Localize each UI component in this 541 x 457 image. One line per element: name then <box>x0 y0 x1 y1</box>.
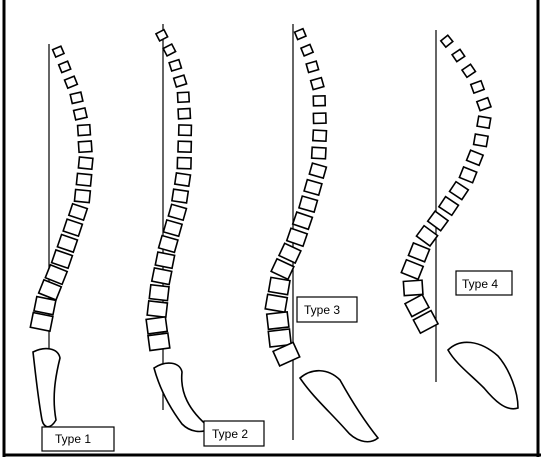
vertebra <box>450 182 469 200</box>
vertebra <box>467 150 484 165</box>
vertebra <box>174 75 187 87</box>
vertebra <box>149 285 169 301</box>
vertebra <box>53 46 64 57</box>
vertebra <box>177 92 189 102</box>
vertebra <box>301 44 313 55</box>
vertebra <box>74 108 87 120</box>
vertebra <box>148 333 170 351</box>
vertebra <box>57 235 77 253</box>
vertebra <box>52 250 73 268</box>
vertebra <box>312 147 326 159</box>
vertebra <box>177 158 191 169</box>
vertebra <box>76 173 91 186</box>
vertebra <box>179 125 192 136</box>
vertebra <box>401 260 423 280</box>
spine-type-1 <box>30 44 93 427</box>
vertebra <box>311 78 324 90</box>
label-type-3: Type 3 <box>297 297 357 322</box>
vertebra <box>178 109 190 119</box>
vertebra <box>459 167 476 183</box>
vertebra <box>155 252 174 268</box>
vertebra <box>408 243 429 262</box>
vertebra <box>34 297 56 315</box>
vertebra <box>403 280 423 295</box>
vertebra <box>299 196 318 212</box>
label-type-3-text: Type 3 <box>304 303 340 317</box>
vertebra <box>159 236 178 253</box>
sacrum <box>448 342 518 408</box>
label-type-4-text: Type 4 <box>462 277 498 291</box>
vertebra <box>313 113 326 123</box>
vertebra <box>147 301 167 317</box>
vertebra <box>306 61 318 72</box>
vertebra <box>477 116 491 128</box>
label-type-2: Type 2 <box>204 421 264 446</box>
vertebra <box>474 134 488 147</box>
vertebra <box>163 44 175 56</box>
label-type-4: Type 4 <box>456 271 512 295</box>
vertebra <box>439 197 459 216</box>
vertebra <box>313 130 327 141</box>
vertebra <box>168 204 186 220</box>
label-type-2-text: Type 2 <box>212 427 248 441</box>
vertebra <box>78 125 91 136</box>
sacrum <box>300 371 378 442</box>
vertebra <box>428 211 448 231</box>
vertebra <box>30 313 53 332</box>
vertebra <box>178 141 191 152</box>
vertebra <box>309 163 326 178</box>
spine-type-4 <box>401 30 518 409</box>
vertebra <box>477 98 491 111</box>
vertebra <box>163 220 182 236</box>
vertebra <box>304 180 322 196</box>
vertebra <box>287 228 308 246</box>
label-type-1: Type 1 <box>42 427 114 451</box>
label-type-1-text: Type 1 <box>55 432 91 446</box>
vertebra <box>59 61 71 72</box>
vertebra <box>293 212 313 229</box>
vertebra <box>146 317 167 334</box>
vertebra <box>69 204 88 220</box>
figure-frame <box>4 0 541 457</box>
vertebra <box>452 49 465 61</box>
vertebra <box>279 243 301 263</box>
spine-type-2 <box>146 24 210 431</box>
vertebra <box>65 76 78 88</box>
vertebra <box>313 96 325 106</box>
vertebra <box>295 29 306 40</box>
vertebra <box>175 173 191 186</box>
vertebra <box>269 277 290 294</box>
vertebra <box>169 60 181 71</box>
vertebra <box>78 157 93 169</box>
vertebra <box>416 226 437 246</box>
sacrum <box>33 349 60 427</box>
vertebra <box>265 294 287 312</box>
vertebra <box>471 81 484 93</box>
vertebra <box>271 259 294 279</box>
vertebra <box>78 141 92 152</box>
vertebra <box>172 189 188 203</box>
vertebra <box>462 64 475 77</box>
vertebra <box>156 30 168 41</box>
vertebra <box>441 35 453 47</box>
vertebra <box>267 312 289 329</box>
vertebra <box>70 92 83 103</box>
vertebra <box>63 219 82 236</box>
vertebra <box>74 189 90 202</box>
vertebra <box>152 268 172 285</box>
spine-type-3 <box>265 24 378 442</box>
